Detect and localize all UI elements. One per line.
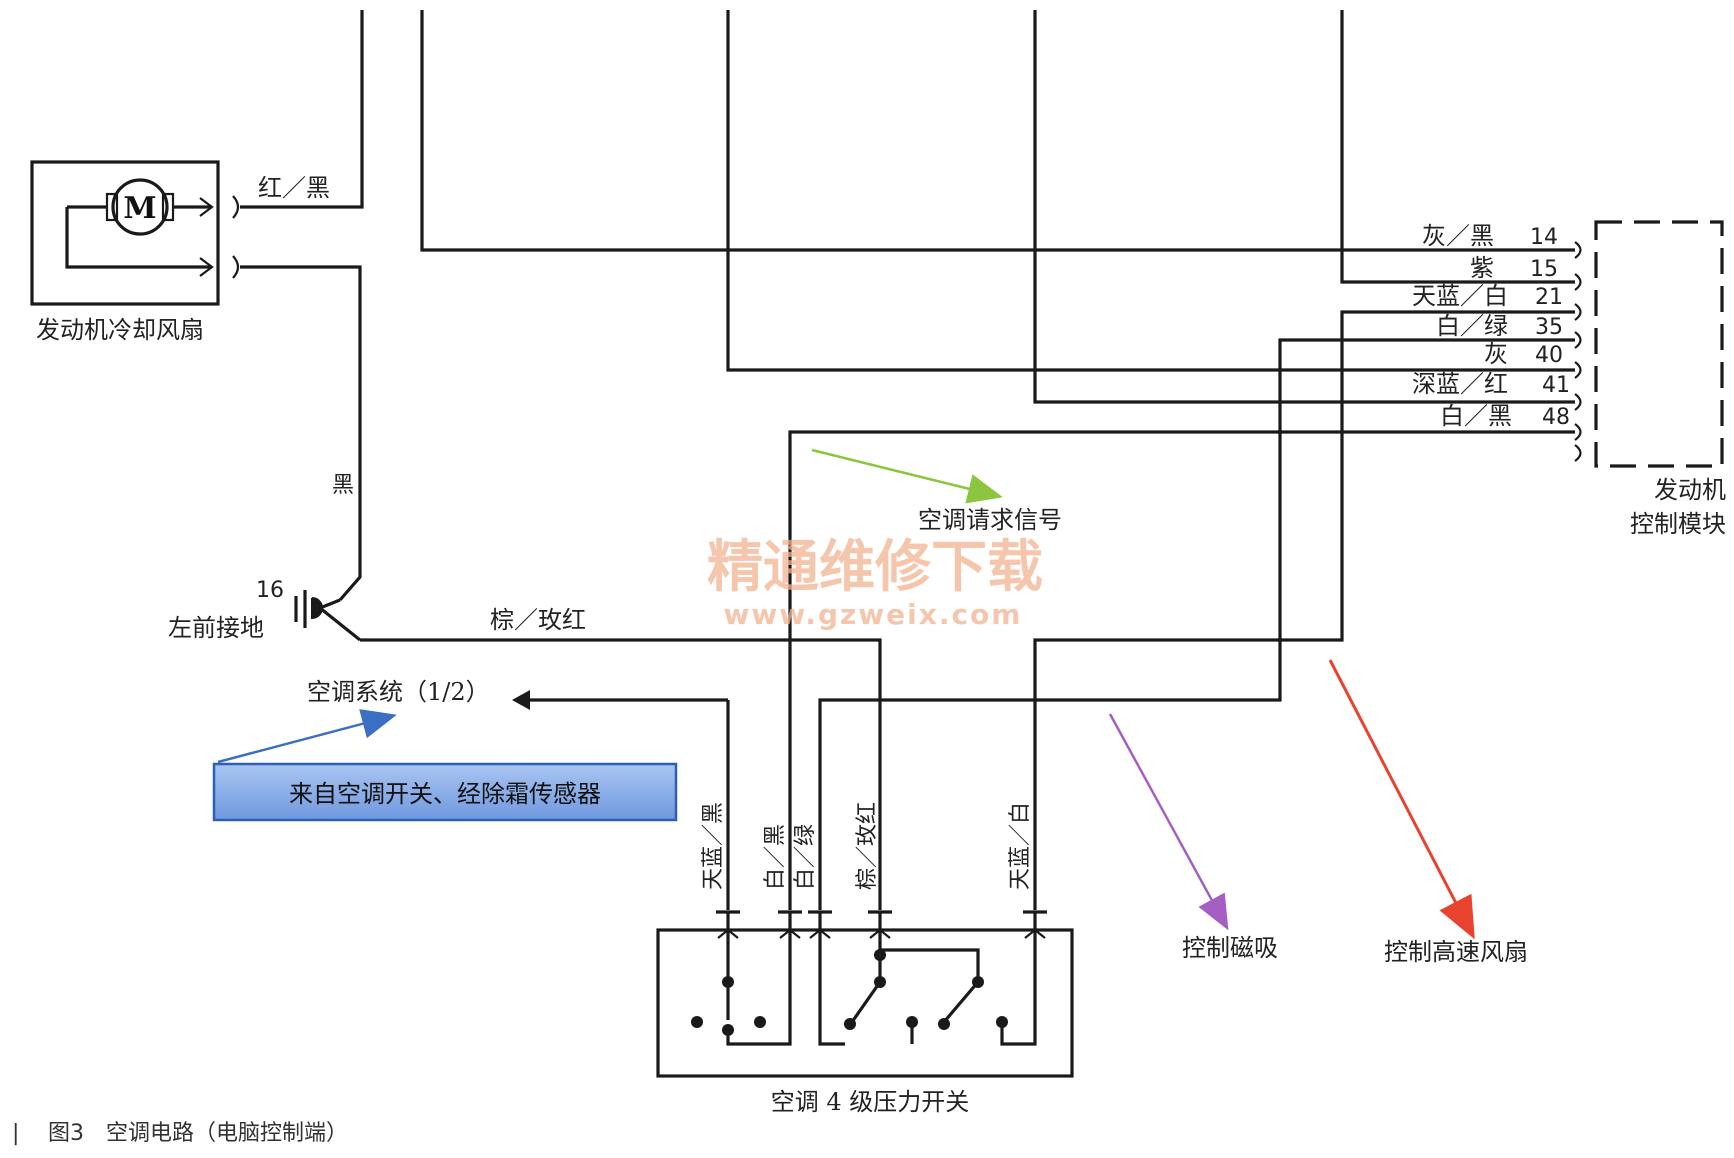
motor-symbol: M: [123, 191, 156, 226]
wire-label-red-black: 红／黑: [258, 174, 330, 202]
figure-caption: 图3 空调电路（电脑控制端）: [48, 1121, 348, 1146]
pin-color: 白／绿: [1436, 312, 1508, 340]
annotation-high-fan: 控制高速风扇: [1384, 938, 1528, 966]
pin-number: 40: [1535, 343, 1563, 368]
switch-wire-label: 天蓝／白: [1008, 802, 1033, 890]
ground-label: 左前接地: [168, 614, 264, 642]
pin-number: 14: [1530, 225, 1558, 250]
switch-wire-label: 白／黑: [763, 824, 788, 890]
pin-number: 48: [1542, 405, 1570, 430]
info-box: [212, 762, 678, 822]
purple-arrow-icon: [1108, 713, 1229, 931]
ac-system-arrow-icon: [512, 690, 530, 710]
ecm-label-line1: 发动机: [1654, 476, 1726, 504]
pin-number: 21: [1535, 285, 1563, 310]
ground-symbol: [294, 590, 361, 642]
pin-color: 白／黑: [1440, 402, 1512, 430]
motor-icon: [111, 178, 169, 236]
annotation-ac-request: 空调请求信号: [918, 506, 1062, 534]
ground-pin: 16: [256, 578, 284, 603]
red-arrow-icon: [1328, 659, 1475, 940]
switch-wire-label: 天蓝／黑: [701, 802, 726, 890]
switch-wire-label: 白／绿: [793, 824, 818, 890]
blue-arrow-icon: [217, 709, 397, 764]
switch-connectors: [716, 910, 1047, 930]
pin-color: 灰: [1484, 340, 1508, 368]
switch-wire-label: 棕／玫红: [855, 802, 880, 890]
ecm-label-line2: 控制模块: [1630, 510, 1726, 538]
pin-color: 深蓝／红: [1412, 370, 1508, 398]
cooling-fan-motor: M: [30, 160, 240, 306]
watermark-url: www.gzweix.com: [724, 598, 1023, 631]
pin-color: 天蓝／白: [1412, 282, 1508, 310]
wire-label-black: 黑: [332, 473, 354, 498]
green-arrow-icon: [811, 448, 1003, 504]
switch-label: 空调 4 级压力开关: [771, 1088, 970, 1116]
pin-number: 35: [1535, 315, 1563, 340]
pin-color: 灰／黑: [1422, 222, 1494, 250]
annotation-clutch: 控制磁吸: [1182, 934, 1278, 962]
pin-color: 紫: [1470, 254, 1494, 282]
pressure-switch: [656, 928, 1074, 1078]
info-box-text: 来自空调开关、经除霜传感器: [289, 780, 601, 808]
caption-marker: |: [12, 1121, 19, 1146]
pin-number: 15: [1530, 257, 1558, 282]
watermark-title: 精通维修下载: [707, 534, 1043, 600]
ecm-module-box: [1594, 220, 1724, 468]
ac-system-label: 空调系统（1/2）: [307, 678, 490, 706]
pin-number: 41: [1542, 373, 1570, 398]
ecm-connector: [1574, 241, 1582, 462]
motor-label: 发动机冷却风扇: [36, 316, 204, 344]
ecm-pin-labels: 灰／黑 14 紫 15 天蓝／白 21 白／绿 35 灰 40 深蓝／红 41 …: [1412, 222, 1570, 430]
wire-label-brown-pink: 棕／玫红: [490, 606, 586, 634]
